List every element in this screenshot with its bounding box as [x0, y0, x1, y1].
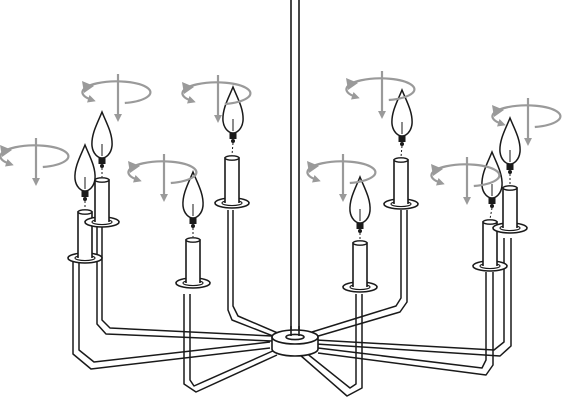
- down-rod: [290, 0, 300, 332]
- candle-sleeve-top: [224, 155, 240, 161]
- candle-sleeve-top: [352, 240, 368, 246]
- bulb-contact: [508, 170, 512, 174]
- rotation-arrowhead: [492, 105, 504, 117]
- rotation-arc: [0, 144, 70, 169]
- rotation-arrowhead: [0, 145, 12, 157]
- candle-sleeve: [352, 242, 368, 287]
- candle-bulb-icon: [481, 149, 503, 208]
- insertion-guide: [231, 142, 234, 156]
- candle-sleeve-top: [185, 237, 201, 243]
- bulb-contact: [358, 229, 362, 233]
- rotation-arc: [127, 160, 198, 185]
- bulb-contact: [490, 204, 494, 208]
- candle-bulbs: [74, 84, 521, 240]
- installation-arrows: [0, 71, 562, 205]
- arm-4: [227, 210, 281, 339]
- rotation-arrowhead: [431, 164, 443, 176]
- rotation-arrowhead: [307, 161, 319, 173]
- candle-socket-6: [383, 157, 419, 210]
- bulb-contact: [83, 197, 87, 201]
- bulb-contact: [400, 142, 404, 146]
- rotation-arc: [430, 163, 501, 188]
- bulb-base: [356, 223, 364, 229]
- rotate-clockwise-arrow-icon: [0, 144, 70, 169]
- candle-sleeve: [94, 179, 110, 222]
- rotation-arc: [306, 160, 377, 185]
- bulb-base: [398, 136, 406, 142]
- candle-sleeve-top: [393, 157, 409, 163]
- rotation-arrowhead: [128, 161, 140, 173]
- candle-socket-8: [492, 185, 528, 234]
- arm-3: [183, 294, 278, 393]
- candle-socket-3: [175, 237, 211, 289]
- candle-socket-7: [472, 219, 508, 272]
- rotate-clockwise-arrow-icon: [345, 77, 416, 102]
- candle-sleeve-top: [482, 219, 498, 225]
- bulb-base: [229, 133, 237, 139]
- rotate-clockwise-arrow-icon: [306, 160, 377, 185]
- candle-socket-4: [214, 155, 250, 209]
- rotate-clockwise-arrow-icon: [181, 81, 252, 106]
- candle-bulb-icon: [499, 115, 521, 174]
- center-hub: [271, 326, 319, 357]
- rotation-arrowhead: [182, 82, 194, 94]
- rotation-arc: [345, 77, 416, 102]
- rotate-clockwise-arrow-icon: [491, 104, 562, 129]
- bulb-contact: [231, 139, 235, 143]
- candle-sleeve: [393, 159, 409, 204]
- rotate-clockwise-arrow-icon: [81, 80, 152, 105]
- rotation-arrowhead: [346, 78, 358, 90]
- arm-7: [317, 272, 494, 376]
- insertion-guide: [489, 207, 493, 220]
- candle-bulb-icon: [222, 84, 244, 143]
- candle-bulb-icon: [74, 142, 96, 201]
- rotation-arc: [491, 104, 562, 129]
- bulb-base: [189, 218, 197, 224]
- chandelier-arms: [72, 210, 512, 397]
- rotation-arc: [181, 81, 252, 106]
- rotation-arrowhead: [82, 81, 94, 93]
- bulb-base: [98, 158, 106, 164]
- insertion-guide: [400, 145, 403, 158]
- candle-sleeve-top: [77, 209, 93, 215]
- rotation-arc: [81, 80, 152, 105]
- arm-1: [72, 262, 271, 370]
- candle-bulb-icon: [182, 169, 204, 228]
- bulb-contact: [100, 164, 104, 168]
- candle-bulb-icon: [391, 87, 413, 146]
- candle-socket-5: [342, 240, 378, 293]
- rotate-clockwise-arrow-icon: [127, 160, 198, 185]
- candle-sleeve: [502, 187, 518, 228]
- candle-sleeve-top: [502, 185, 518, 191]
- candle-sleeve-top: [94, 177, 110, 183]
- candle-bulb-icon: [91, 109, 113, 168]
- rotate-clockwise-arrow-icon: [430, 163, 501, 188]
- candle-bulb-icon: [349, 174, 371, 233]
- candle-sleeve: [224, 157, 240, 203]
- bulb-contact: [191, 224, 195, 228]
- candle-sockets: [67, 155, 528, 293]
- bulb-base: [488, 198, 496, 204]
- candle-sleeve: [185, 239, 201, 283]
- arm-6: [311, 210, 408, 338]
- bulb-base: [81, 191, 89, 197]
- arm-2: [96, 226, 273, 342]
- arm-8: [315, 238, 512, 357]
- arm-5: [299, 294, 363, 397]
- bulb-base: [506, 164, 514, 170]
